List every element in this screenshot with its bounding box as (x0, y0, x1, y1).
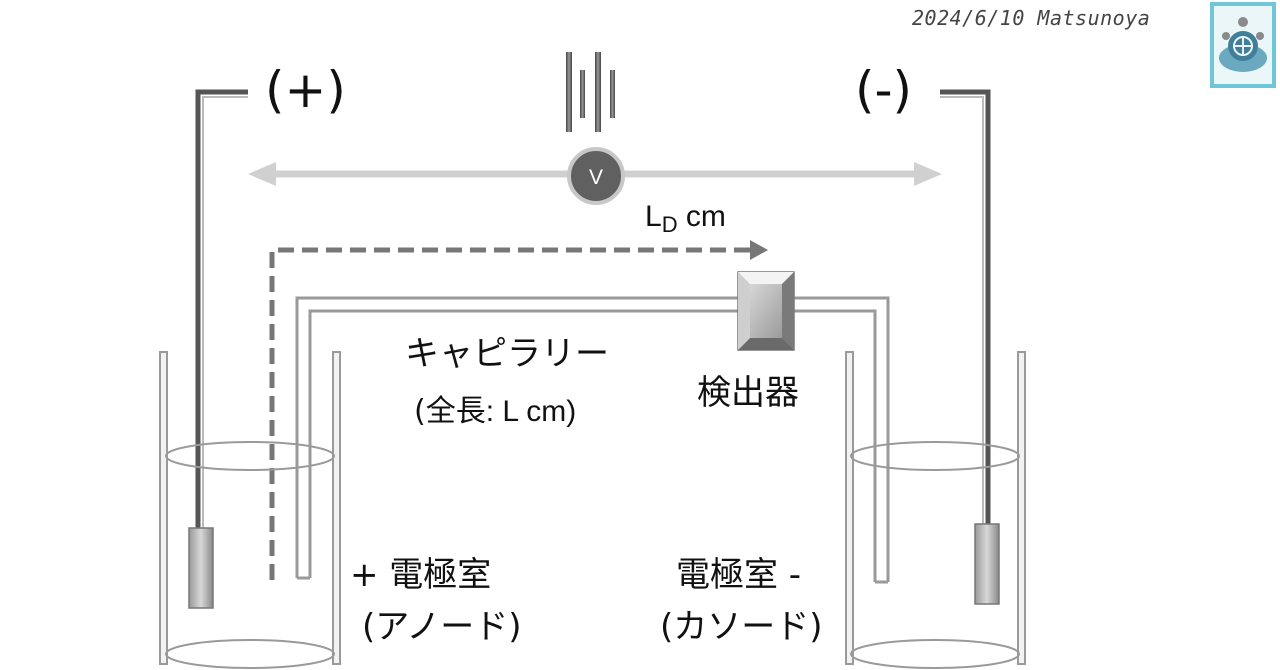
detector-label: 検出器 (697, 373, 799, 413)
cathode-sign: (-) (855, 61, 913, 119)
cathode-chamber-title: 電極室 - (676, 555, 802, 595)
voltmeter-symbol: V (589, 166, 603, 189)
anode-sign: (+) (265, 61, 346, 119)
power-source-icon (566, 52, 615, 132)
anode-chamber-subtitle: (アノード) (362, 607, 522, 647)
effective-length-label: LD cm (645, 200, 726, 237)
total-length-value: : L cm) (485, 395, 577, 428)
cathode-chamber-subtitle: (カソード) (660, 607, 823, 647)
effective-length-unit: cm (677, 200, 726, 233)
cathode-electrode (940, 89, 1000, 605)
total-length-open: ( (414, 394, 426, 429)
effective-length-prefix: L (645, 200, 662, 233)
voltmeter: V (567, 147, 625, 205)
anode-chamber-title: + 電極室 (350, 555, 492, 595)
capillary-label: キャピラリー (405, 334, 609, 374)
capillary-total-length: (全長: L cm) (414, 394, 577, 430)
capillary-tube (295, 296, 890, 584)
effective-length-subscript: D (661, 212, 678, 237)
total-length-word: 全長 (425, 394, 486, 429)
detector-block (737, 271, 795, 351)
anode-beaker (159, 351, 341, 669)
author-credit: 2024/6/10 Matsunoya (912, 6, 1151, 30)
anode-electrode (188, 89, 248, 609)
matsunoya-logo-icon (1210, 2, 1276, 88)
cathode-beaker (845, 351, 1026, 669)
